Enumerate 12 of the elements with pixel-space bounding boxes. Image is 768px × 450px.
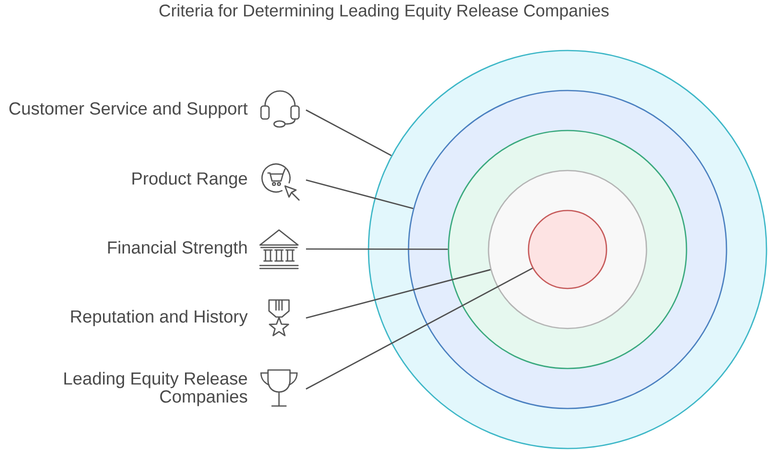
center-circle: [528, 210, 608, 290]
leader-line: [306, 109, 392, 156]
label-text: Financial Strength: [108, 240, 247, 258]
leader-line: [306, 269, 491, 319]
leader-line: [306, 179, 414, 210]
label-text: Customer Service and Support: [9, 102, 248, 118]
leader-line: [306, 248, 448, 250]
leader-line: [306, 268, 533, 390]
title: Criteria for Determining Leading Equity Release Companies: [160, 4, 609, 20]
label-text: Reputation and History: [71, 310, 248, 326]
label-text: Product Range: [132, 172, 247, 188]
label-text: Leading Equity Release Companies: [64, 372, 248, 406]
